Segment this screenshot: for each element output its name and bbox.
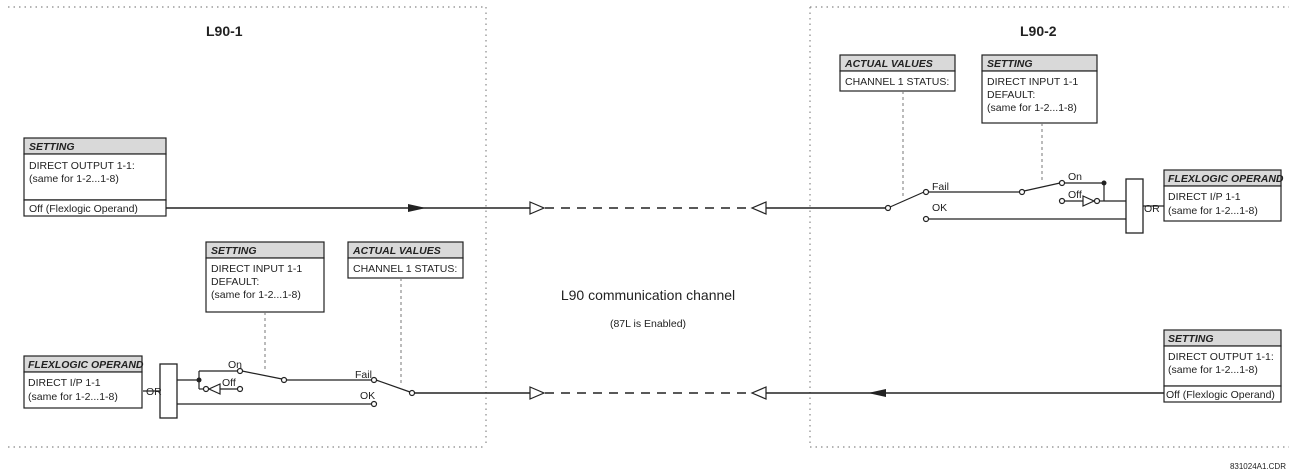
setting-header: SETTING (211, 245, 257, 257)
flexlogic-line: DIRECT I/P 1-1 (1168, 191, 1241, 203)
setting-value: Off (Flexlogic Operand) (1166, 389, 1275, 401)
l90-1-channel-status-actual-values[interactable]: ACTUAL VALUES CHANNEL 1 STATUS: (347, 241, 464, 279)
actual-values-line: CHANNEL 1 STATUS: (353, 263, 457, 275)
l90-1-or-gate: OR (143, 363, 178, 419)
setting-header: SETTING (987, 58, 1033, 70)
l90-2-channel-status-actual-values[interactable]: ACTUAL VALUES CHANNEL 1 STATUS: (839, 54, 956, 92)
bottom-flow-arrow (868, 389, 886, 397)
l90-2-status-switch: Fail OK (884, 181, 1126, 223)
channel-label: L90 communication channel (561, 287, 735, 303)
top-tx-triangle (529, 201, 546, 215)
setting-line: DIRECT OUTPUT 1-1: (29, 160, 135, 172)
flexlogic-header: FLEXLOGIC OPERAND (1168, 173, 1284, 185)
l90-1-status-switch: Fail OK (177, 369, 416, 408)
setting-line: (same for 1-2...1-8) (29, 173, 119, 185)
ok-label: OK (932, 202, 947, 214)
l90-1-direct-input-setting[interactable]: SETTING DIRECT INPUT 1-1 DEFAULT: (same … (205, 241, 325, 313)
actual-values-header: ACTUAL VALUES (844, 58, 933, 70)
l90-2-default-switch: On Off (1018, 171, 1126, 207)
figure-code: 831024A1.CDR (1230, 462, 1286, 471)
l90-1-region-border (8, 6, 487, 448)
actual-values-line: CHANNEL 1 STATUS: (845, 76, 949, 88)
top-rx-triangle (750, 201, 767, 215)
fail-label: Fail (932, 181, 949, 193)
flexlogic-line: (same for 1-2...1-8) (1168, 205, 1258, 217)
setting-header: SETTING (1168, 333, 1214, 345)
l90-2-direct-input-setting[interactable]: SETTING DIRECT INPUT 1-1 DEFAULT: (same … (981, 54, 1098, 124)
on-label: On (1068, 171, 1082, 183)
l90-1-flexlogic-operand[interactable]: FLEXLOGIC OPERAND DIRECT I/P 1-1 (same f… (23, 355, 144, 409)
actual-values-header: ACTUAL VALUES (352, 245, 441, 257)
setting-line: DIRECT OUTPUT 1-1: (1168, 351, 1274, 363)
l90-2-direct-output-setting[interactable]: SETTING DIRECT OUTPUT 1-1: (same for 1-2… (1163, 329, 1282, 403)
ok-label: OK (360, 390, 375, 402)
flexlogic-line: DIRECT I/P 1-1 (28, 377, 101, 389)
setting-line: (same for 1-2...1-8) (211, 289, 301, 301)
or-label: OR (1144, 203, 1160, 215)
setting-line: DIRECT INPUT 1-1 (987, 76, 1078, 88)
l90-2-flexlogic-operand[interactable]: FLEXLOGIC OPERAND DIRECT I/P 1-1 (same f… (1163, 169, 1284, 222)
setting-line: DEFAULT: (987, 89, 1035, 101)
l90-1-title: L90-1 (206, 23, 243, 39)
top-flow-arrow (408, 204, 426, 212)
bottom-tx-triangle (750, 386, 767, 400)
l90-2-or-gate: OR (1125, 178, 1164, 234)
bottom-rx-triangle (529, 386, 546, 400)
on-label: On (228, 359, 242, 371)
off-label: Off (1068, 189, 1082, 201)
flexlogic-line: (same for 1-2...1-8) (28, 391, 118, 403)
setting-header: SETTING (29, 141, 75, 153)
l90-1-default-switch: On Off (177, 359, 288, 395)
setting-line: DIRECT INPUT 1-1 (211, 263, 302, 275)
l90-2-region-border (809, 6, 1289, 448)
flexlogic-header: FLEXLOGIC OPERAND (28, 359, 144, 371)
fail-label: Fail (355, 369, 372, 381)
l90-1-direct-output-setting[interactable]: SETTING DIRECT OUTPUT 1-1: (same for 1-2… (23, 137, 167, 217)
off-label: Off (222, 377, 236, 389)
setting-value: Off (Flexlogic Operand) (29, 203, 138, 215)
setting-line: (same for 1-2...1-8) (1168, 364, 1258, 376)
setting-line: DEFAULT: (211, 276, 259, 288)
or-label: OR (146, 386, 162, 398)
setting-line: (same for 1-2...1-8) (987, 102, 1077, 114)
channel-sublabel: (87L is Enabled) (610, 318, 686, 330)
l90-2-title: L90-2 (1020, 23, 1057, 39)
